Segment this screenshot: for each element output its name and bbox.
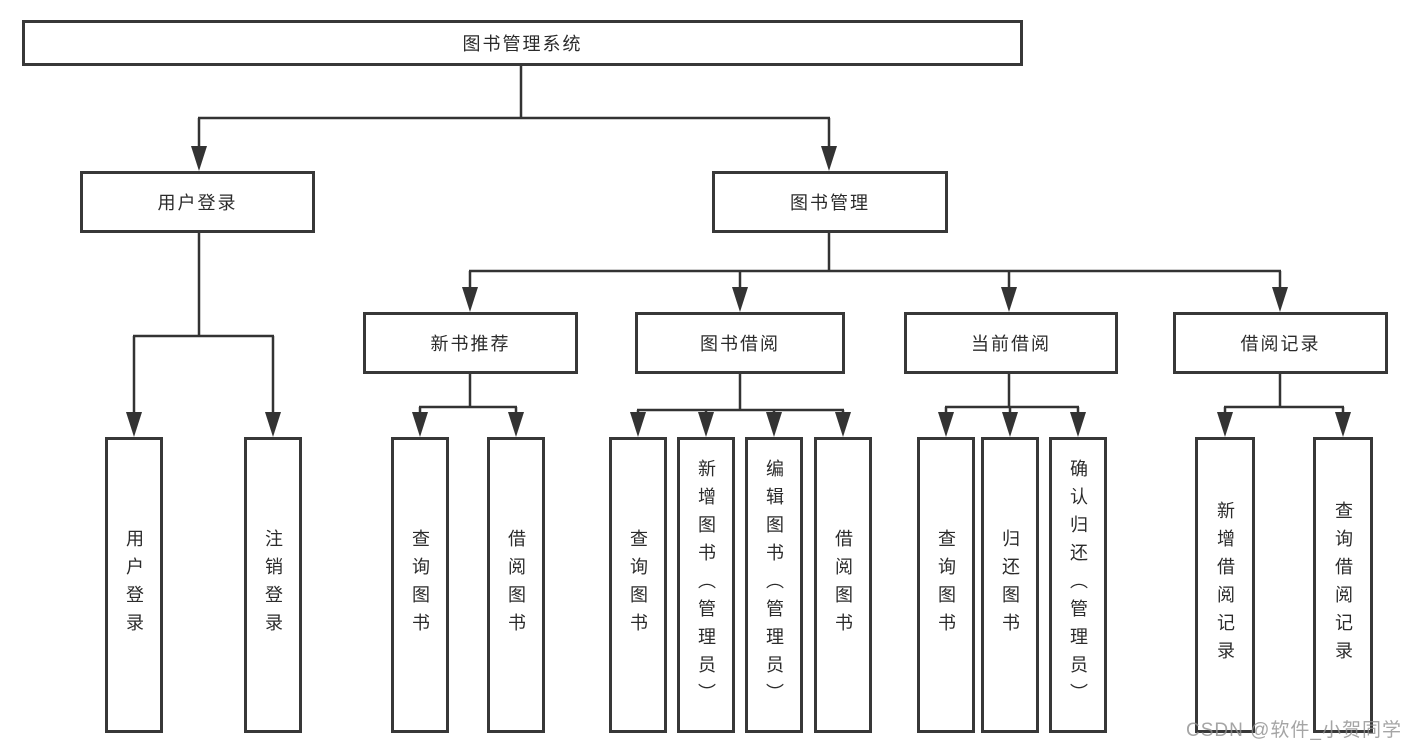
leaf-records-query-record: 查询借阅记录 [1313, 437, 1373, 733]
leaf-recommend-borrow-book: 借阅图书 [487, 437, 545, 733]
leaf-recommend-query-book: 查询图书 [391, 437, 449, 733]
node-user-login: 用户登录 [80, 171, 315, 233]
leaf-borrow-query-book: 查询图书 [609, 437, 667, 733]
csdn-watermark: CSDN @软件_小贺同学 [1186, 720, 1402, 741]
node-root-system: 图书管理系统 [22, 20, 1023, 66]
node-book-management: 图书管理 [712, 171, 948, 233]
leaf-borrow-edit-book-admin: 编辑图书（管理员） [745, 437, 803, 733]
leaf-current-query-book: 查询图书 [917, 437, 975, 733]
leaf-user-login: 用户登录 [105, 437, 163, 733]
leaf-current-confirm-return-admin: 确认归还（管理员） [1049, 437, 1107, 733]
node-new-book-recommend: 新书推荐 [363, 312, 578, 374]
leaf-borrow-add-book-admin: 新增图书（管理员） [677, 437, 735, 733]
node-borrow-records: 借阅记录 [1173, 312, 1388, 374]
leaf-logout: 注销登录 [244, 437, 302, 733]
node-current-borrowing: 当前借阅 [904, 312, 1118, 374]
leaf-current-return-book: 归还图书 [981, 437, 1039, 733]
leaf-borrow-borrow-book: 借阅图书 [814, 437, 872, 733]
node-book-borrowing: 图书借阅 [635, 312, 845, 374]
leaf-records-add-record: 新增借阅记录 [1195, 437, 1255, 733]
